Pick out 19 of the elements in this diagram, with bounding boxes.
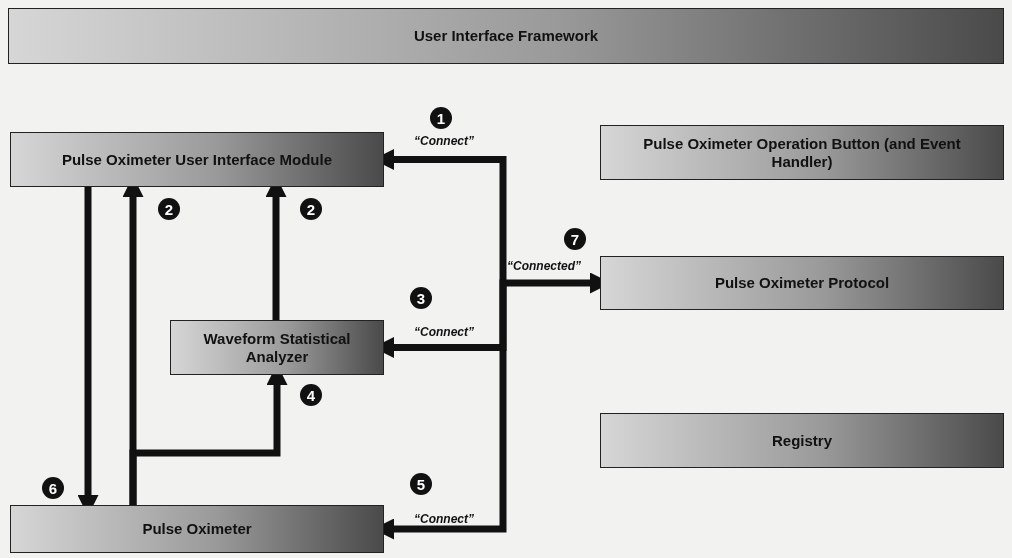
process-box: Pulse Oximeter User Interface Module <box>10 132 384 187</box>
edge-label: “Connect” <box>414 134 474 148</box>
edge-label: “Connect” <box>414 512 474 526</box>
callout-number: 2 <box>158 198 180 220</box>
process-box: Pulse Oximeter Operation Button (and Event Handler) <box>600 125 1004 180</box>
edge-label: “Connect” <box>414 325 474 339</box>
callout-number: 4 <box>300 384 322 406</box>
process-box: Pulse Oximeter <box>10 505 384 553</box>
callout-number: 3 <box>410 287 432 309</box>
callout-number: 5 <box>410 473 432 495</box>
callout-number: 6 <box>42 477 64 499</box>
process-box: User Interface Framework <box>8 8 1004 64</box>
callout-number: 7 <box>564 228 586 250</box>
edge-label: “Connected” <box>507 259 581 273</box>
process-box: Waveform Statistical Analyzer <box>170 320 384 375</box>
callout-number: 1 <box>430 107 452 129</box>
process-box: Pulse Oximeter Protocol <box>600 256 1004 310</box>
callout-number: 2 <box>300 198 322 220</box>
process-box: Registry <box>600 413 1004 468</box>
